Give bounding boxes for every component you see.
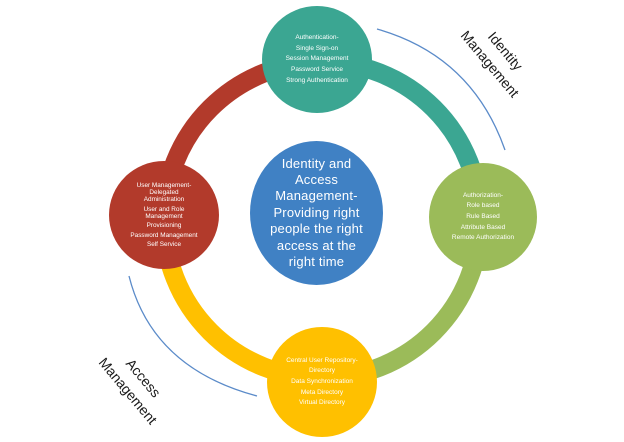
node-authorization-line: Role based <box>466 202 500 210</box>
node-central-user-repository: Central User Repository- Directory Data … <box>267 327 377 437</box>
node-user-management-line: User Management- Delegated Administratio… <box>136 181 192 204</box>
node-authentication-line: Session Management <box>285 55 349 63</box>
node-authentication: Authentication- Single Sign-on Session M… <box>262 6 372 113</box>
node-central-user-repository-line: Meta Directory <box>300 388 344 396</box>
node-central-user-repository-line: Virtual Directory <box>298 399 346 407</box>
node-authorization-line: Attribute Based <box>460 223 506 231</box>
node-user-management-line: Provisioning <box>146 222 182 230</box>
node-authentication-line: Authentication- <box>295 34 339 42</box>
node-authorization-line: Remote Authorization <box>451 234 515 242</box>
connector-arc-top-right <box>376 28 506 151</box>
node-identity-access-management: Identity and Access Management- Providin… <box>250 141 383 285</box>
connector-arc-bottom-left <box>128 275 258 397</box>
center-circle-text: Identity and Access Management- Providin… <box>270 155 363 269</box>
node-central-user-repository-line: Central User Repository- <box>286 356 358 364</box>
node-user-management-line: User and Role Management <box>143 205 185 220</box>
node-authorization-line: Rule Based <box>466 212 500 220</box>
node-user-management-line: Self Service <box>146 241 182 249</box>
node-authentication-line: Strong Authentication <box>286 76 348 84</box>
node-user-management-line: Password Management <box>130 231 198 239</box>
node-central-user-repository-line: Directory <box>308 367 335 375</box>
node-authorization: Authorization- Role based Rule Based Att… <box>429 163 537 271</box>
node-authorization-line: Authorization- <box>462 191 504 199</box>
node-central-user-repository-line: Data Synchronization <box>291 377 353 385</box>
node-user-management: User Management- Delegated Administratio… <box>109 161 219 269</box>
node-authentication-line: Single Sign-on <box>295 44 339 52</box>
node-authentication-line: Password Service <box>290 66 344 74</box>
